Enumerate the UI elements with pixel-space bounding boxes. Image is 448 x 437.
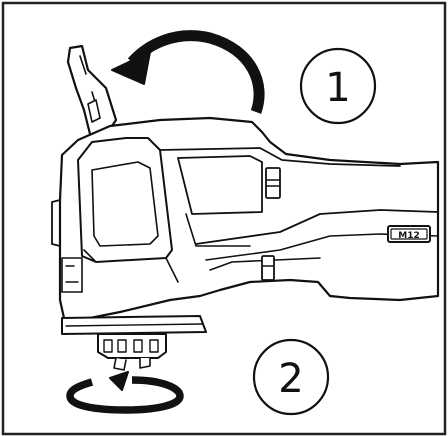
- blade-collar: [97, 333, 167, 359]
- multi-tool-illustration: [51, 44, 440, 371]
- power-switch: [265, 167, 281, 199]
- m12-badge-text: M12: [398, 231, 419, 241]
- step-2-number: 2: [278, 356, 303, 402]
- step-1-marker: 1: [299, 47, 377, 125]
- m12-badge: M12: [387, 225, 431, 243]
- curved-arrow-icon: [111, 30, 265, 114]
- circular-arrow-icon: [66, 371, 184, 414]
- step-1-number: 1: [325, 65, 350, 111]
- step-2-marker: 2: [252, 338, 330, 416]
